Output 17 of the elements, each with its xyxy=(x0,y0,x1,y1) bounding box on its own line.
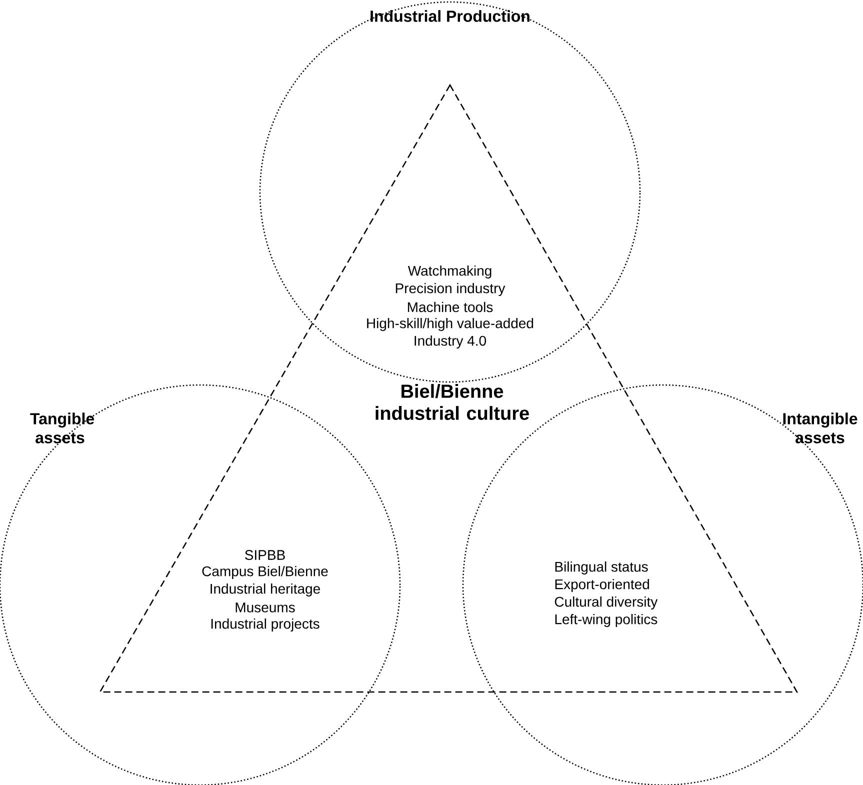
list-item: High-skill/high value-added xyxy=(367,318,534,332)
circle-title: Intangible assets xyxy=(783,412,858,444)
list-item: Cultural diversity xyxy=(554,596,658,610)
list-item: Industrial projects xyxy=(211,618,320,632)
list-item: Campus Biel/Bienne xyxy=(202,566,328,580)
list-item: Machine tools xyxy=(408,302,493,312)
list-item: Watchmaking xyxy=(408,265,492,279)
list-item: Left-wing politics xyxy=(555,614,658,628)
list-item: Industrial heritage xyxy=(210,583,320,597)
list-item: Export-oriented xyxy=(555,578,649,592)
center-title: Biel/Bienne industrial culture xyxy=(376,384,529,420)
list-item: Museums xyxy=(236,602,295,612)
list-item: Bilingual status xyxy=(555,561,648,575)
list-item: Precision industry xyxy=(396,282,506,296)
list-item: Industry 4.0 xyxy=(414,335,486,349)
list-item: SIPBB xyxy=(245,550,285,560)
circle-title: Tangible assets xyxy=(30,412,94,444)
